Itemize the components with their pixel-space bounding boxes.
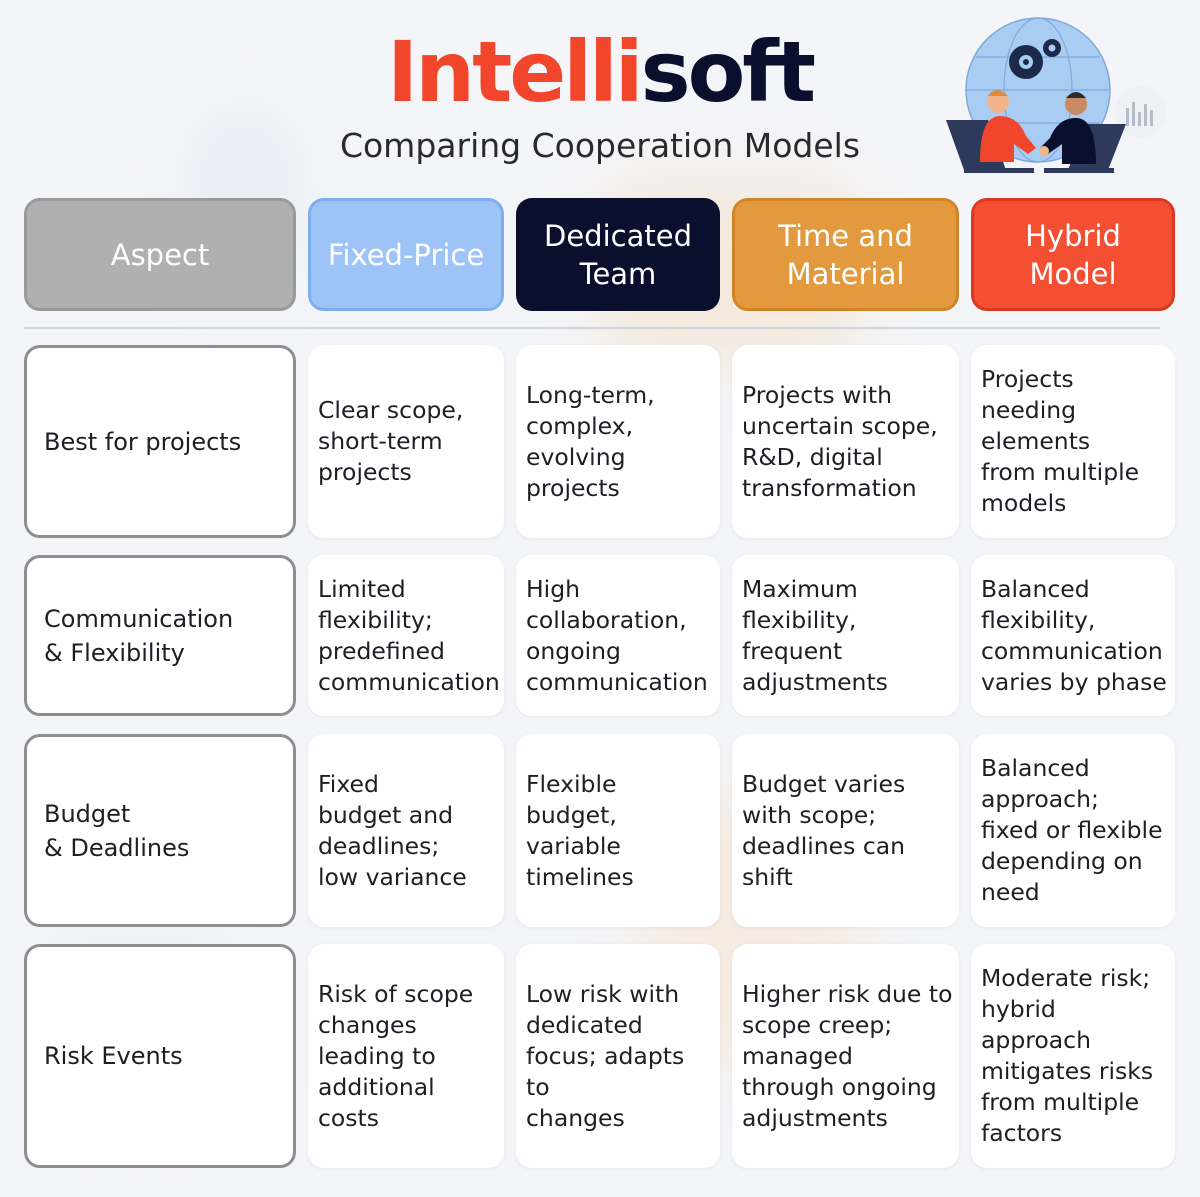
table-cell: Balanced flexibility, communication vari… [971, 555, 1175, 716]
table-cell-text: Moderate risk; hybrid approach mitigates… [981, 964, 1154, 1147]
row-label-best-for-projects: Best for projects [24, 345, 296, 538]
row-label-budget-deadlines: Budget & Deadlines [24, 734, 296, 927]
table-cell-text: Balanced flexibility, communication vari… [981, 574, 1167, 696]
column-header-label: Hybrid Model [1025, 218, 1121, 291]
table-cell-text: Clear scope, short-term projects [318, 396, 464, 486]
handshake-globe-gears-illustration [946, 17, 1167, 173]
table-cell-text: Projects needing elements from multiple … [981, 365, 1140, 517]
gear-icon [1009, 45, 1043, 79]
brand-logo: Intellisoft [0, 22, 1200, 122]
table-cell: High collaboration, ongoing communicatio… [516, 555, 720, 716]
table-cell-text: Low risk with dedicated focus; adapts to… [526, 979, 685, 1132]
table-cell-text: Risk of scope changes leading to additio… [318, 979, 474, 1132]
table-cell: Long-term, complex, evolving projects [516, 345, 720, 538]
table-cell: Budget varies with scope; deadlines can … [732, 734, 959, 927]
column-header-label: Fixed-Price [327, 237, 485, 272]
table-cell: Limited flexibility; predefined communic… [308, 555, 504, 716]
row-label-risk-events: Risk Events [24, 944, 296, 1168]
table-cell-text: Maximum flexibility, frequent adjustment… [742, 574, 888, 696]
table-cell-text: Flexible budget, variable timelines [526, 769, 634, 891]
page-title: Comparing Cooperation Models [339, 126, 861, 165]
column-header-fixed-price: Fixed-Price [308, 198, 504, 311]
table-cell-text: Budget varies with scope; deadlines can … [742, 769, 906, 891]
row-label-text: Best for projects [44, 427, 242, 456]
table-cell: Fixed budget and deadlines; low variance [308, 734, 504, 927]
column-header-label: Aspect [110, 237, 210, 272]
brand-logo-part2: soft [640, 23, 816, 121]
table-cell: Low risk with dedicated focus; adapts to… [516, 944, 720, 1168]
table-cell: Projects with uncertain scope, R&D, digi… [732, 345, 959, 538]
table-cell-text: High collaboration, ongoing communicatio… [526, 574, 708, 696]
table-cell: Flexible budget, variable timelines [516, 734, 720, 927]
brand-logo-part1: Intelli [387, 23, 644, 121]
table-cell-text: Higher risk due to scope creep; managed … [742, 979, 953, 1132]
row-label-text: Budget & Deadlines [44, 799, 190, 862]
row-label-text: Risk Events [44, 1042, 183, 1070]
column-header-label: Dedicated Team [544, 218, 692, 291]
table-cell-text: Limited flexibility; predefined communic… [318, 574, 500, 696]
column-header-time-and-material: Time and Material [732, 198, 959, 311]
table-cell-text: Long-term, complex, evolving projects [526, 380, 655, 502]
table-cell-text: Fixed budget and deadlines; low variance [318, 769, 467, 891]
table-cell-text: Projects with uncertain scope, R&D, digi… [742, 380, 938, 502]
gear-icon [1043, 39, 1061, 57]
column-header-hybrid-model: Hybrid Model [971, 198, 1175, 311]
table-cell: Moderate risk; hybrid approach mitigates… [971, 944, 1175, 1168]
table-cell: Balanced approach; fixed or flexible dep… [971, 734, 1175, 927]
row-label-text: Communication & Flexibility [44, 604, 234, 667]
table-cell: Higher risk due to scope creep; managed … [732, 944, 959, 1168]
column-header-label: Time and Material [778, 218, 913, 291]
table-cell: Projects needing elements from multiple … [971, 345, 1175, 538]
table-cell: Clear scope, short-term projects [308, 345, 504, 538]
column-header-dedicated-team: Dedicated Team [516, 198, 720, 311]
column-header-aspect: Aspect [24, 198, 296, 311]
table-cell-text: Balanced approach; fixed or flexible dep… [981, 754, 1163, 906]
table-cell: Risk of scope changes leading to additio… [308, 944, 504, 1168]
header-divider [24, 327, 1160, 329]
table-cell: Maximum flexibility, frequent adjustment… [732, 555, 959, 716]
bar-chart-icon [1115, 86, 1167, 138]
row-label-communication-flexibility: Communication & Flexibility [24, 555, 296, 716]
